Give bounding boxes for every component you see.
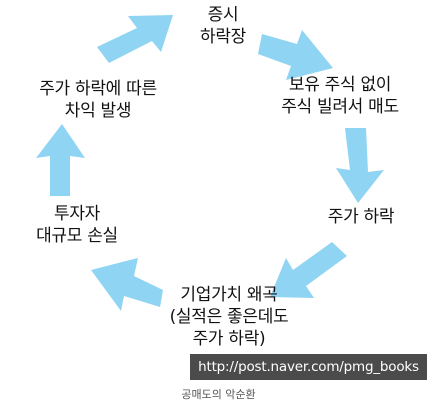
arrow-3-to-4 [270, 242, 347, 298]
watermark-url: http://post.naver.com/pmg_books [190, 354, 427, 380]
node-text-line: (실적은 좋은데도 [169, 307, 289, 327]
arrow-1-to-2 [258, 30, 333, 80]
arrow-5-to-6 [36, 124, 85, 196]
node-text-line: 투자자 [53, 204, 101, 224]
node-text-line: 차익 발생 [64, 101, 132, 121]
node-price-drop: 주가 하락 [316, 206, 406, 228]
node-text-line: 주가 하락 [327, 207, 395, 227]
node-text-line: 주가 하락에 따른 [39, 79, 157, 99]
node-text-line: 대규모 손실 [36, 226, 118, 246]
node-text-line: 기업가치 왜곡 [180, 285, 278, 305]
figure-caption: 공매도의 악순환 [181, 388, 256, 401]
arrow-4-to-5 [91, 258, 163, 311]
node-text-line: 주가 하락) [192, 329, 266, 349]
node-text-line: 하락장 [199, 27, 247, 47]
node-text-line: 증시 [207, 5, 239, 25]
arrow-2-to-3 [336, 128, 384, 203]
node-text-line: 주식 빌려서 매도 [281, 97, 399, 117]
arrow-6-to-1 [97, 15, 173, 63]
node-text-line: 보유 주식 없이 [288, 75, 392, 95]
